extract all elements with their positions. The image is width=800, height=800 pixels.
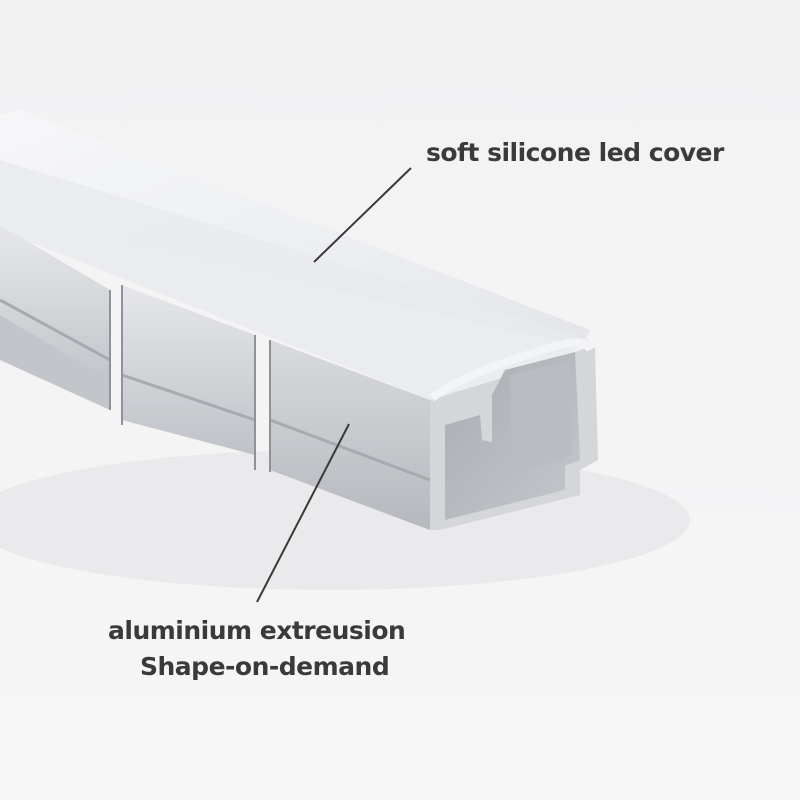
cover-edge-lip: [429, 338, 594, 402]
silicone-cover-top: [0, 110, 590, 345]
extrusion-label-line1: aluminium extreusion: [108, 616, 406, 645]
aluminium-segment-3: [270, 340, 430, 530]
segment-gap-lines: [109, 285, 271, 472]
cover-leader-line: [313, 167, 412, 263]
aluminium-segment-1-lower: [0, 315, 110, 410]
cover-label: soft silicone led cover: [426, 138, 724, 167]
extrusion-groove: [0, 298, 431, 482]
channel-inner-wall: [510, 360, 572, 475]
aluminium-segment-2: [122, 285, 255, 455]
silicone-cover-face: [0, 160, 590, 400]
extrusion-leader-line: [256, 423, 350, 603]
extrusion-label-line2: Shape-on-demand: [140, 652, 390, 681]
aluminium-segment-1: [0, 225, 110, 395]
